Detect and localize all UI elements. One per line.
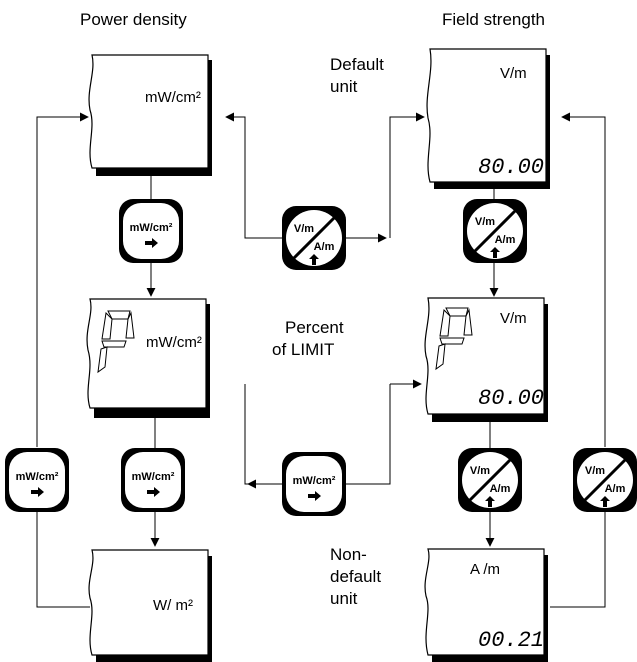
vm-am-button[interactable]: V/m A/m xyxy=(463,199,527,263)
non-default-unit-label: Non- default unit xyxy=(330,545,381,608)
slash-divider xyxy=(468,458,512,502)
pd-mid-unit: mW/cm² xyxy=(146,334,202,351)
vm-am-button[interactable]: V/m A/m xyxy=(458,448,522,512)
pd-mid-display: mW/cm² xyxy=(86,298,210,418)
fs-top-display: V/m 80.00 xyxy=(426,48,550,189)
pd-bot-unit: W/ m² xyxy=(153,597,193,614)
fs-mid-value: 80.00 xyxy=(478,386,544,411)
percent-of-limit-label: Percent of LIMIT xyxy=(272,318,344,359)
slash-divider xyxy=(583,458,627,502)
vm-label: V/m xyxy=(475,216,495,228)
vm-label: V/m xyxy=(470,465,490,477)
right-arrow-icon xyxy=(308,491,321,501)
svg-text:unit: unit xyxy=(330,77,358,96)
pd-bot-display: W/ m² xyxy=(88,549,212,662)
mw-cm2-button-label: mW/cm² xyxy=(293,475,336,487)
default-unit-label: Default unit xyxy=(330,55,384,96)
up-arrow-icon xyxy=(309,254,319,265)
am-label: A/m xyxy=(314,241,335,253)
mw-cm2-button-label: mW/cm² xyxy=(132,471,175,483)
fs-mid-unit: V/m xyxy=(500,310,527,327)
mw-cm2-button[interactable]: mW/cm² xyxy=(5,448,69,512)
svg-text:of LIMIT: of LIMIT xyxy=(272,340,334,359)
pd-top-display: mW/cm² xyxy=(88,54,212,176)
svg-text:default: default xyxy=(330,567,381,586)
fs-bot-display: A /m 00.21 xyxy=(424,548,548,662)
fs-top-unit: V/m xyxy=(500,65,527,82)
right-arrow-icon xyxy=(147,487,160,497)
vm-am-button[interactable]: V/m A/m xyxy=(282,206,346,270)
vm-am-button[interactable]: V/m A/m xyxy=(573,448,637,512)
mw-cm2-button-label: mW/cm² xyxy=(130,222,173,234)
vm-label: V/m xyxy=(294,223,314,235)
right-arrow-icon xyxy=(145,238,158,248)
svg-text:Non-: Non- xyxy=(330,545,367,564)
mw-cm2-button-label: mW/cm² xyxy=(16,471,59,483)
up-arrow-icon xyxy=(600,496,610,507)
field-strength-header: Field strength xyxy=(442,10,545,29)
mw-cm2-button[interactable]: mW/cm² xyxy=(121,448,185,512)
right-arrow-icon xyxy=(31,487,44,497)
am-label: A/m xyxy=(495,234,516,246)
up-arrow-icon xyxy=(490,247,500,258)
fs-mid-display: V/m 80.00 xyxy=(424,297,548,422)
svg-text:unit: unit xyxy=(330,589,358,608)
am-label: A/m xyxy=(490,483,511,495)
slash-divider xyxy=(292,216,336,260)
connector-lines xyxy=(36,112,606,608)
slash-divider xyxy=(473,209,517,253)
vm-label: V/m xyxy=(585,465,605,477)
svg-text:Percent: Percent xyxy=(285,318,344,337)
power-density-header: Power density xyxy=(80,10,187,29)
fs-top-value: 80.00 xyxy=(478,155,544,180)
mw-cm2-button[interactable]: mW/cm² xyxy=(282,452,346,516)
mw-cm2-button[interactable]: mW/cm² xyxy=(119,199,183,263)
p-segment-icon xyxy=(97,310,135,374)
fs-bot-unit: A /m xyxy=(470,561,500,578)
up-arrow-icon xyxy=(485,496,495,507)
am-label: A/m xyxy=(605,483,626,495)
fs-bot-value: 00.21 xyxy=(478,628,544,653)
pd-top-unit: mW/cm² xyxy=(145,89,201,106)
p-segment-icon xyxy=(435,307,473,371)
svg-text:Default: Default xyxy=(330,55,384,74)
